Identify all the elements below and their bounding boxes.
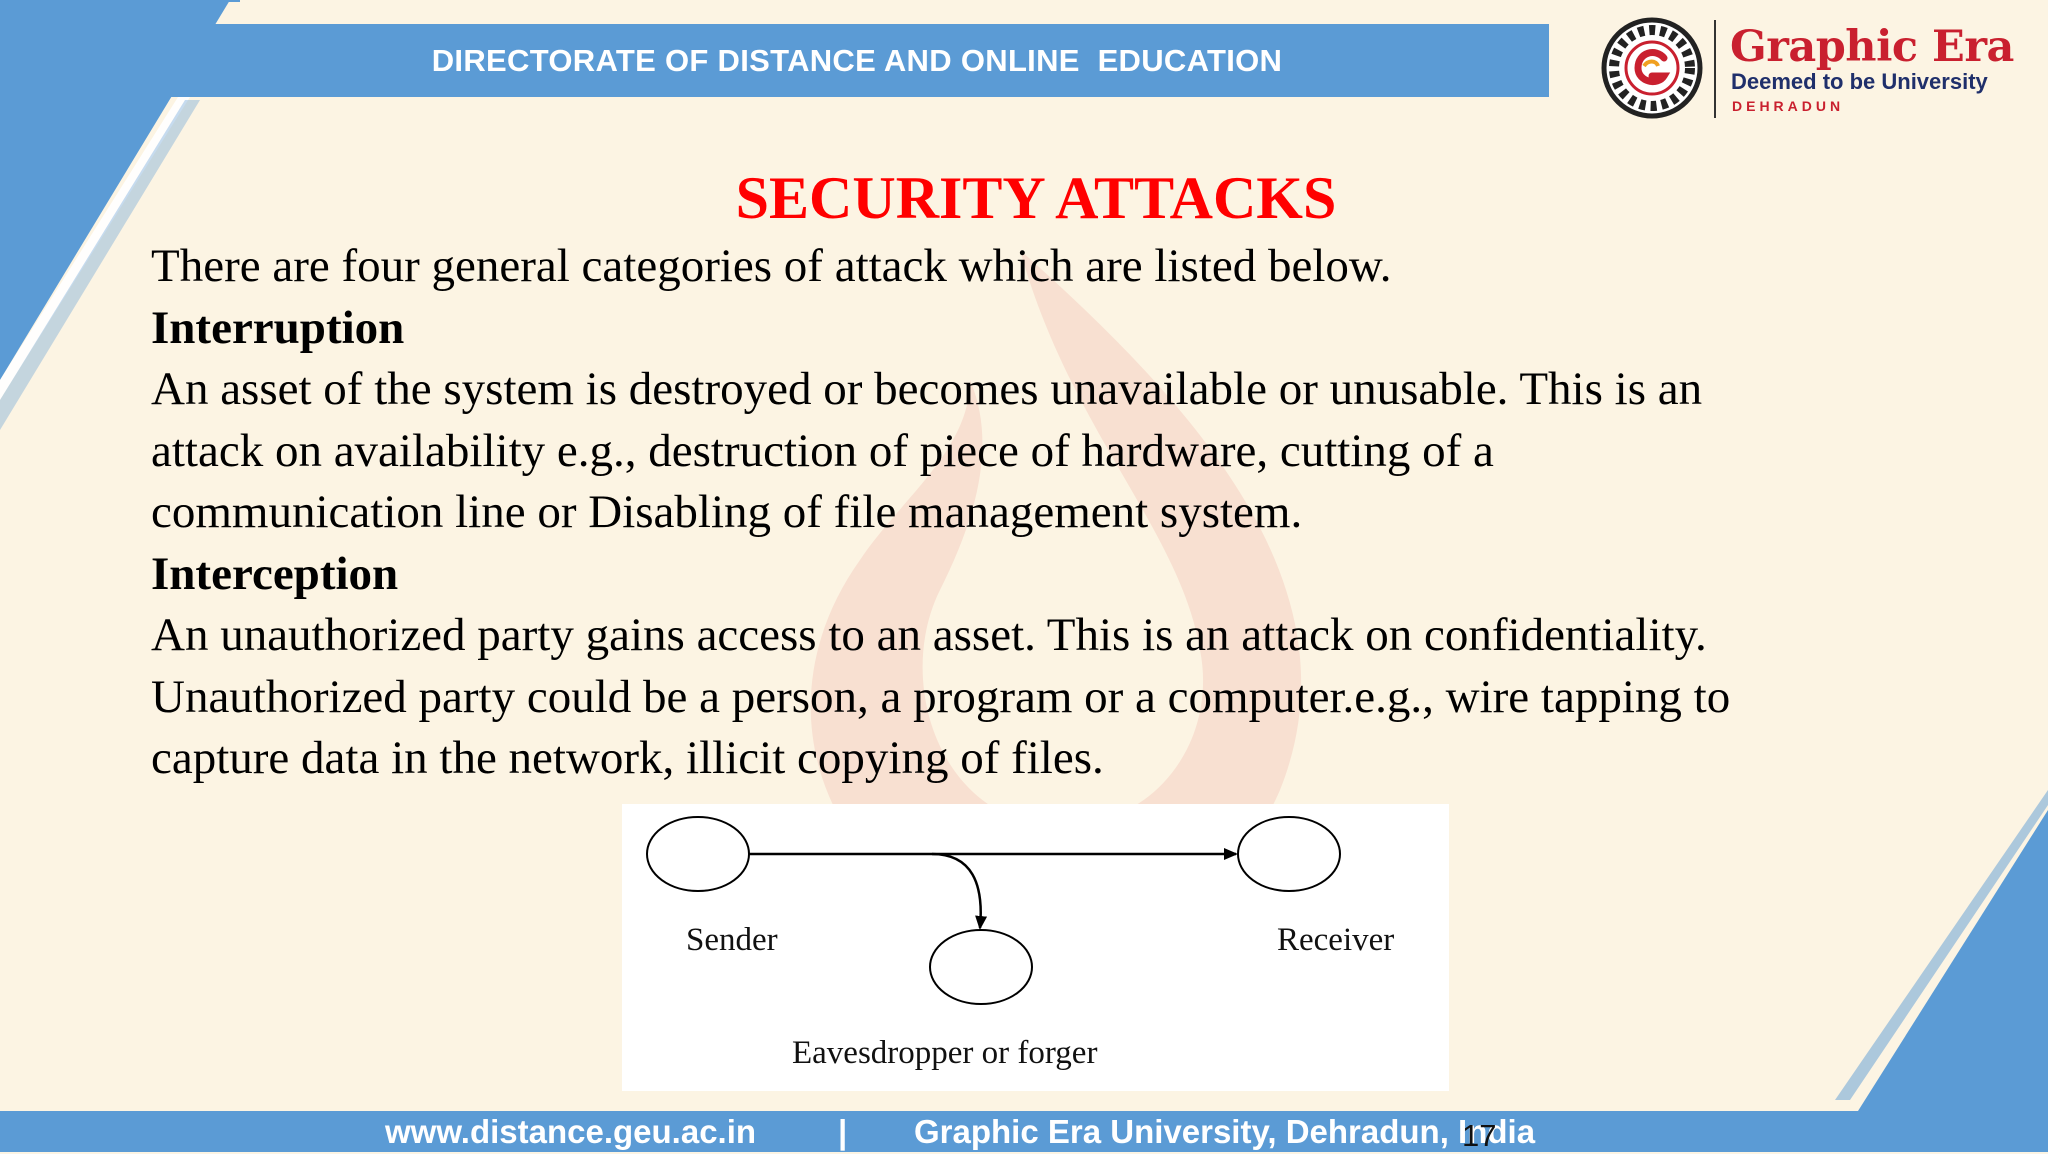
- logo-divider: [1714, 20, 1716, 118]
- flame-watermark: [810, 250, 1302, 945]
- footer-website-link[interactable]: www.distance.geu.ac.in: [385, 1113, 757, 1150]
- diagram-graphics: [646, 816, 1341, 1005]
- university-logo: Graphic Era Deemed to be University DEHR…: [1600, 14, 2020, 124]
- eavesdropper-label: Eavesdropper or forger: [792, 1035, 1098, 1071]
- logo-subtitle: Deemed to be University: [1731, 69, 1988, 94]
- footer-university: Graphic Era University, Dehradun, India: [914, 1113, 1536, 1150]
- section-heading-interception: Interception: [151, 547, 399, 600]
- sender-node: [646, 816, 750, 892]
- interception-diagram: Sender Receiver Eavesdropper or forger: [622, 804, 1449, 1091]
- paragraph-line: capture data in the network, illicit cop…: [151, 732, 1104, 784]
- receiver-node: [1237, 816, 1341, 892]
- header-bar: DIRECTORATE OF DISTANCE AND ONLINE EDUCA…: [165, 24, 1549, 97]
- interception-arrow: [931, 852, 988, 930]
- eavesdropper-node: [929, 929, 1033, 1005]
- university-seal-icon: [1601, 17, 1703, 119]
- section-heading-interruption: Interruption: [151, 301, 405, 354]
- intro-text: There are four general categories of att…: [151, 240, 1392, 292]
- paragraph-line: An asset of the system is destroyed or b…: [151, 363, 1703, 415]
- logo-city: DEHRADUN: [1732, 98, 1845, 114]
- paragraph-line: communication line or Disabling of file …: [151, 486, 1303, 538]
- header-title: DIRECTORATE OF DISTANCE AND ONLINE EDUCA…: [431, 42, 1283, 78]
- paragraph-line: An unauthorized party gains access to an…: [151, 609, 1707, 661]
- slide-title: SECURITY ATTACKS: [735, 165, 1337, 231]
- paragraph-line: Unauthorized party could be a person, a …: [151, 670, 1731, 723]
- paragraph-line: attack on availability e.g., destruction…: [151, 424, 1494, 477]
- page-number: 17: [1462, 1118, 1497, 1153]
- footer-bar: [0, 1111, 2048, 1152]
- sender-label: Sender: [686, 922, 778, 958]
- footer-separator: |: [838, 1113, 848, 1150]
- slide-body: There are four general categories of att…: [151, 236, 1911, 790]
- receiver-label: Receiver: [1277, 922, 1395, 958]
- logo-name: Graphic Era: [1730, 22, 2014, 72]
